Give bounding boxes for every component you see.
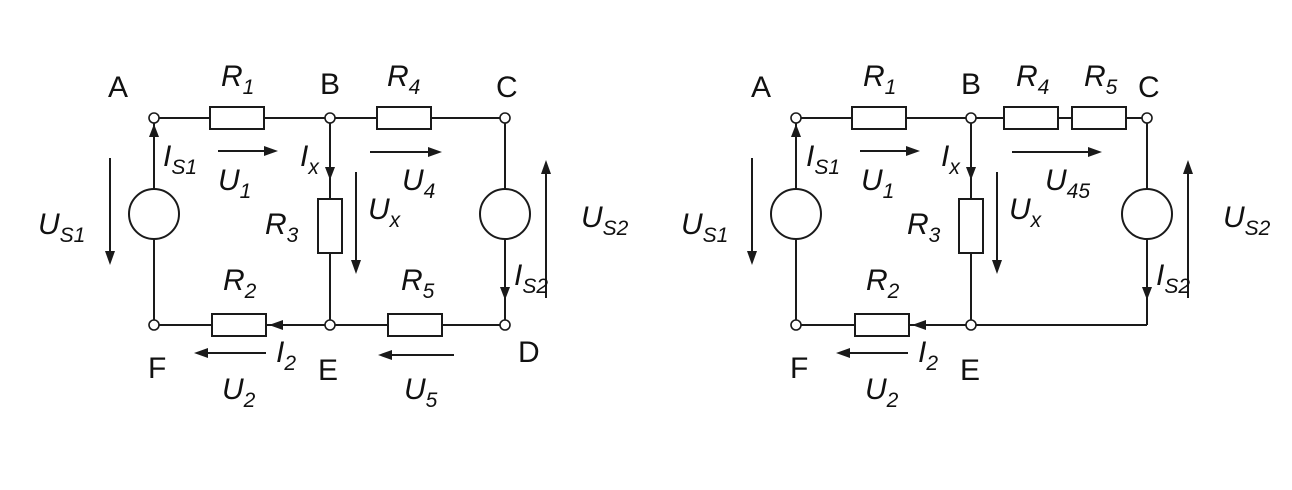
left-resistor-r2 xyxy=(211,313,267,337)
right-label-us2: US2 xyxy=(1223,201,1271,240)
right-arrow-us1-head xyxy=(747,251,757,265)
left-label-r3: R3 xyxy=(265,208,299,247)
right-arrow-us2-head xyxy=(1183,160,1193,174)
left-label-r1: R1 xyxy=(221,60,254,99)
left-label-u2: U2 xyxy=(222,373,256,412)
right-source-us1 xyxy=(770,188,822,240)
right-label-node-e: E xyxy=(960,354,980,387)
right-node-f xyxy=(790,319,802,331)
left-source-us2 xyxy=(479,188,531,240)
left-arrow-u4-head xyxy=(428,147,442,157)
right-label-ux: Ux xyxy=(1009,193,1043,232)
left-label-node-b: B xyxy=(320,68,340,101)
left-resistor-r1 xyxy=(209,106,265,130)
right-node-c xyxy=(1141,112,1153,124)
left-label-us1: US1 xyxy=(38,208,85,247)
left-node-b xyxy=(324,112,336,124)
right-resistor-r4 xyxy=(1003,106,1059,130)
right-resistor-r5 xyxy=(1071,106,1127,130)
right-wires xyxy=(795,117,1148,326)
left-node-a xyxy=(148,112,160,124)
left-arrowhead-is2 xyxy=(500,287,510,300)
right-label-r2: R2 xyxy=(866,264,900,303)
left-label-node-c: C xyxy=(496,71,518,104)
right-arrowhead-i2 xyxy=(912,320,926,330)
left-arrow-u2-head xyxy=(194,348,208,358)
left-arrowhead-i2 xyxy=(269,320,283,330)
right-arrow-ux-head xyxy=(992,260,1002,274)
left-node-e xyxy=(324,319,336,331)
left-arrow-u1-head xyxy=(264,146,278,156)
left-arrow-ux-head xyxy=(351,260,361,274)
right-label-is2: IS2 xyxy=(1156,259,1190,298)
left-label-u4: U4 xyxy=(402,164,435,203)
right-node-e xyxy=(965,319,977,331)
right-label-u45: U45 xyxy=(1045,164,1090,203)
right-label-r5: R5 xyxy=(1084,60,1118,99)
left-arrow-u5-head xyxy=(378,350,392,360)
left-label-node-e: E xyxy=(318,354,338,387)
left-arrow-us1-head xyxy=(105,251,115,265)
left-label-r2: R2 xyxy=(223,264,257,303)
right-label-us1: US1 xyxy=(681,208,728,247)
right-label-u1: U1 xyxy=(861,164,894,203)
right-resistor-r2 xyxy=(854,313,910,337)
right-label-i2: I2 xyxy=(918,336,938,375)
left-node-f xyxy=(148,319,160,331)
left-resistor-r5 xyxy=(387,313,443,337)
left-circuit: A B C D E F R1 R4 IS1 U1 Ix U4 US1 R3 Ux… xyxy=(38,60,629,412)
left-label-u5: U5 xyxy=(404,373,438,412)
left-label-r5: R5 xyxy=(401,264,435,303)
right-circuit: A B C E F R1 R4 R5 IS1 U1 Ix U45 US1 R3 … xyxy=(681,60,1271,412)
right-arrowhead-is2 xyxy=(1142,287,1152,300)
right-arrowhead-is1 xyxy=(791,124,801,137)
right-arrow-u45-head xyxy=(1088,147,1102,157)
left-label-ix: Ix xyxy=(300,140,320,179)
left-resistor-r3 xyxy=(317,198,343,254)
left-arrowhead-ix xyxy=(325,167,335,180)
right-arrow-u2-head xyxy=(836,348,850,358)
right-label-node-a: A xyxy=(751,71,771,104)
left-label-i2: I2 xyxy=(276,336,296,375)
left-arrowhead-is1 xyxy=(149,124,159,137)
right-resistor-r3 xyxy=(958,198,984,254)
left-label-node-d: D xyxy=(518,336,540,369)
left-label-u1: U1 xyxy=(218,164,251,203)
right-resistor-r1 xyxy=(851,106,907,130)
right-label-is1: IS1 xyxy=(806,140,840,179)
right-label-r4: R4 xyxy=(1016,60,1049,99)
left-label-node-a: A xyxy=(108,71,128,104)
right-arrow-u1-head xyxy=(906,146,920,156)
right-label-node-f: F xyxy=(790,352,808,385)
right-node-a xyxy=(790,112,802,124)
left-resistor-r4 xyxy=(376,106,432,130)
right-label-node-b: B xyxy=(961,68,981,101)
left-label-is1: IS1 xyxy=(163,140,197,179)
left-source-us1 xyxy=(128,188,180,240)
left-label-node-f: F xyxy=(148,352,166,385)
left-arrow-us2-head xyxy=(541,160,551,174)
right-label-node-c: C xyxy=(1138,71,1160,104)
right-node-b xyxy=(965,112,977,124)
right-arrowhead-ix xyxy=(966,167,976,180)
left-label-us2: US2 xyxy=(581,201,629,240)
left-node-c xyxy=(499,112,511,124)
right-source-us2 xyxy=(1121,188,1173,240)
right-label-r1: R1 xyxy=(863,60,896,99)
left-label-ux: Ux xyxy=(368,193,402,232)
left-node-d xyxy=(499,319,511,331)
right-label-r3: R3 xyxy=(907,208,941,247)
left-label-is2: IS2 xyxy=(514,259,548,298)
right-label-ix: Ix xyxy=(941,140,961,179)
left-label-r4: R4 xyxy=(387,60,420,99)
right-label-u2: U2 xyxy=(865,373,899,412)
